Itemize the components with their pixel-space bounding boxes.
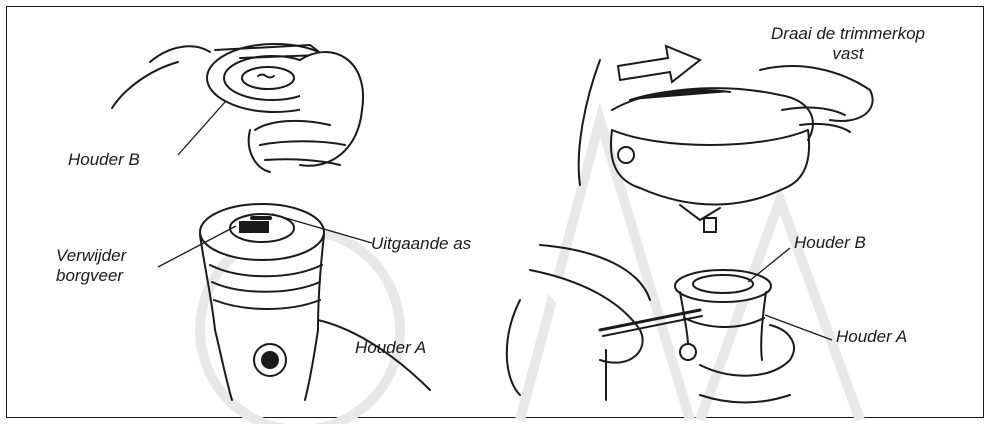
label-draai-trimmerkop: Draai de trimmerkop vast	[738, 24, 958, 64]
label-verwijder-line1: Verwijder	[56, 246, 126, 266]
label-houder-b-right: Houder B	[794, 233, 866, 253]
hand-with-houder-b	[112, 44, 363, 172]
label-houder-b-top: Houder B	[68, 150, 140, 170]
leader-houder-b-top	[178, 102, 225, 155]
label-verwijder-borgveer: Verwijder borgveer	[56, 246, 126, 286]
label-verwijder-line2: borgveer	[56, 266, 126, 286]
label-houder-a-right: Houder A	[836, 327, 907, 347]
label-draai-line2: vast	[738, 44, 958, 64]
label-draai-line1: Draai de trimmerkop	[738, 24, 958, 44]
label-houder-a-left: Houder A	[355, 338, 426, 358]
arrow-rotate	[618, 46, 700, 82]
label-uitgaande-as: Uitgaande as	[371, 234, 471, 254]
